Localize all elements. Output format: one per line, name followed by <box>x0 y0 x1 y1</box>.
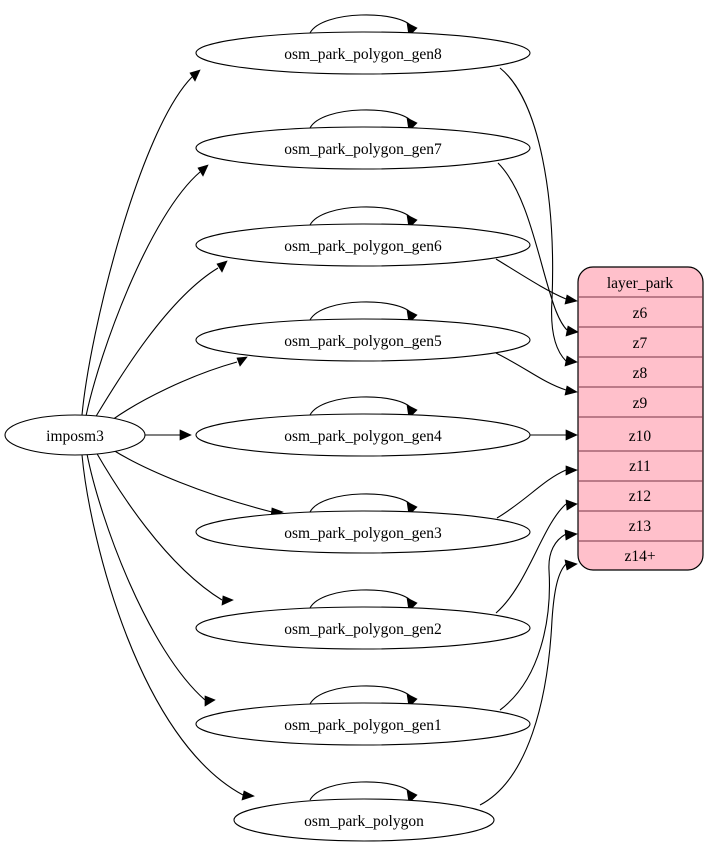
node-gen8[interactable]: osm_park_polygon_gen8 <box>195 31 531 75</box>
node-gen2[interactable]: osm_park_polygon_gen2 <box>195 606 531 650</box>
table-row-z11[interactable]: z11 <box>578 458 703 482</box>
edge-gen8-to-z8 <box>499 67 578 367</box>
table-row-z9[interactable]: z9 <box>578 395 703 418</box>
table-row-label-z8: z8 <box>633 365 648 382</box>
edge-imposm3-to-gen1 <box>86 453 216 707</box>
node-gen3[interactable]: osm_park_polygon_gen3 <box>195 510 531 554</box>
table-row-z14plus[interactable]: z14+ <box>624 548 655 565</box>
edge-imposm3-to-gen4 <box>145 429 192 441</box>
node-label-gen5: osm_park_polygon_gen5 <box>284 333 442 350</box>
table-row-z8[interactable]: z8 <box>578 365 703 388</box>
edge-imposm3-to-gen6 <box>94 260 228 419</box>
edges-to-layer-park <box>479 67 579 806</box>
node-label-gen2: osm_park_polygon_gen2 <box>284 621 442 638</box>
edge-gen3-to-z11 <box>496 465 578 519</box>
node-base[interactable]: osm_park_polygon <box>233 798 495 842</box>
table-row-label-z14plus: z14+ <box>624 548 655 565</box>
table-row-label-z13: z13 <box>629 518 652 535</box>
table-row-label-z9: z9 <box>633 395 648 412</box>
edge-gen2-to-z12 <box>495 499 578 614</box>
node-label-imposm3: imposm3 <box>46 428 104 445</box>
edge-imposm3-to-base <box>81 454 255 801</box>
edge-imposm3-to-gen8 <box>81 69 201 416</box>
node-gen1[interactable]: osm_park_polygon_gen1 <box>195 702 531 746</box>
table-row-label-z7: z7 <box>633 335 648 352</box>
edge-gen4-to-z10 <box>530 429 578 441</box>
node-imposm3[interactable]: imposm3 <box>4 414 146 456</box>
edge-gen1-to-z13 <box>499 529 578 711</box>
node-gen4[interactable]: osm_park_polygon_gen4 <box>195 413 531 457</box>
node-label-gen8: osm_park_polygon_gen8 <box>284 46 442 63</box>
table-row-z13[interactable]: z13 <box>578 518 703 542</box>
self-loops <box>309 14 418 804</box>
table-header-cell: layer_park <box>578 275 703 298</box>
table-background <box>577 266 704 571</box>
table-row-z10[interactable]: z10 <box>578 428 703 452</box>
table-row-label-z12: z12 <box>629 488 651 505</box>
node-label-gen1: osm_park_polygon_gen1 <box>284 717 442 734</box>
edges-from-imposm3 <box>81 69 284 801</box>
edge-imposm3-to-gen5 <box>111 356 248 421</box>
node-gen6[interactable]: osm_park_polygon_gen6 <box>195 223 531 267</box>
edge-imposm3-to-gen3 <box>112 449 284 518</box>
node-label-gen4: osm_park_polygon_gen4 <box>284 428 442 445</box>
edge-imposm3-to-gen7 <box>85 164 209 417</box>
edge-imposm3-to-gen2 <box>95 451 234 606</box>
table-row-label-z11: z11 <box>629 458 651 475</box>
node-label-gen6: osm_park_polygon_gen6 <box>284 238 442 255</box>
node-gen7[interactable]: osm_park_polygon_gen7 <box>195 126 531 170</box>
table-row-z12[interactable]: z12 <box>578 488 703 512</box>
edge-gen7-to-z7 <box>497 162 579 337</box>
node-label-gen3: osm_park_polygon_gen3 <box>284 525 442 542</box>
edge-gen5-to-z9 <box>495 352 578 396</box>
edge-base-to-z14plus <box>479 559 578 806</box>
edge-gen6-to-z6 <box>495 258 578 305</box>
node-gen5[interactable]: osm_park_polygon_gen5 <box>195 318 531 362</box>
table-row-z7[interactable]: z7 <box>578 335 703 358</box>
table-row-z6[interactable]: z6 <box>578 305 703 328</box>
node-label-gen7: osm_park_polygon_gen7 <box>284 141 442 158</box>
table-row-label-z10: z10 <box>629 428 652 445</box>
table-row-label-z6: z6 <box>633 305 648 322</box>
table-header-label: layer_park <box>607 275 674 292</box>
node-layer-park-table[interactable]: layer_park z6 z7 z8 z9 z10 <box>577 266 704 571</box>
node-label-base: osm_park_polygon <box>304 813 424 830</box>
